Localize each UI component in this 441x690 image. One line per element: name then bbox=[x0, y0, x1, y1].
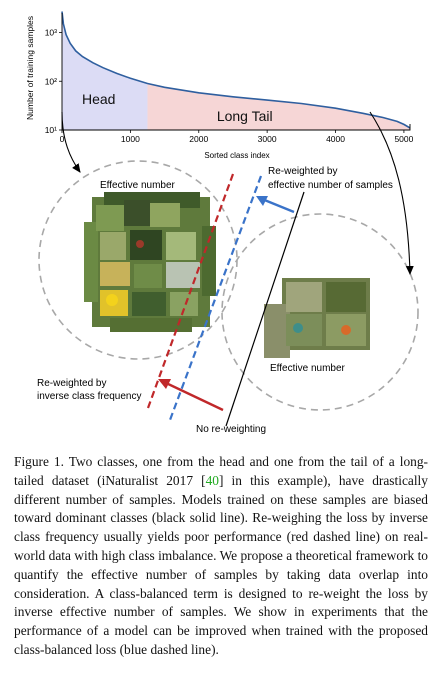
figure: 0 1000 2000 3000 4000 5000 10¹ 10² 10³ Head Lon… bbox=[25, 11, 419, 435]
x-tick-label: 0 bbox=[60, 134, 65, 144]
red-arrow bbox=[163, 380, 224, 412]
red-dashed-line-inverse-frequency bbox=[146, 173, 235, 409]
reweighted-inverse-label-line2: inverse class frequency bbox=[37, 391, 142, 402]
y-tick-label: 10¹ bbox=[45, 125, 57, 135]
x-tick-label: 3000 bbox=[258, 134, 277, 144]
distribution-curve bbox=[61, 11, 411, 129]
x-tick-label: 5000 bbox=[394, 134, 413, 144]
y-tick-label: 10³ bbox=[45, 28, 57, 38]
distribution-area bbox=[62, 11, 410, 128]
blue-arrow bbox=[261, 197, 295, 214]
head-effective-number-label: Effective number bbox=[100, 180, 176, 191]
tail-region-label: Long Tail bbox=[217, 108, 273, 124]
long-tail-chart: 0 1000 2000 3000 4000 5000 10¹ 10² 10³ Head Lon… bbox=[25, 11, 414, 160]
reweighted-effective-label-line1: Re-weighted by bbox=[268, 166, 337, 177]
head-class-pointer-arrow bbox=[61, 111, 81, 173]
reweighted-inverse-label-line1: Re-weighted by bbox=[37, 378, 106, 389]
black-solid-line-no-reweighting bbox=[225, 191, 305, 427]
figure-caption: Figure 1. Two classes, one from the head… bbox=[14, 453, 428, 660]
tail-class-photo-collage bbox=[264, 278, 370, 358]
class-diagram: Effective number Effective number Re-wei… bbox=[37, 111, 419, 435]
y-tick-label: 10² bbox=[45, 76, 57, 86]
citation-link[interactable]: 40 bbox=[205, 472, 219, 488]
x-ticks: 0 1000 2000 3000 4000 5000 bbox=[60, 130, 414, 144]
caption-text-end: ] in this example), have drastically dif… bbox=[14, 472, 428, 657]
x-tick-label: 2000 bbox=[189, 134, 208, 144]
no-reweighting-label: No re-weighting bbox=[196, 424, 266, 435]
tail-class-pointer-arrow bbox=[369, 111, 414, 275]
tail-effective-number-label: Effective number bbox=[270, 363, 346, 374]
y-axis-label: Number of training samples bbox=[25, 16, 35, 120]
head-class-photo-collage bbox=[84, 192, 216, 332]
chart-frame bbox=[61, 13, 411, 131]
y-ticks: 10¹ 10² 10³ bbox=[45, 28, 62, 135]
x-axis-label: Sorted class index bbox=[204, 151, 269, 160]
tail-class-circle bbox=[221, 213, 419, 411]
x-tick-label: 1000 bbox=[121, 134, 140, 144]
caption-text-start: Figure 1. Two classes, one from the head… bbox=[14, 454, 428, 488]
x-tick-label: 4000 bbox=[326, 134, 345, 144]
reweighted-effective-label-line2: effective number of samples bbox=[268, 180, 393, 191]
head-region-label: Head bbox=[82, 91, 115, 107]
